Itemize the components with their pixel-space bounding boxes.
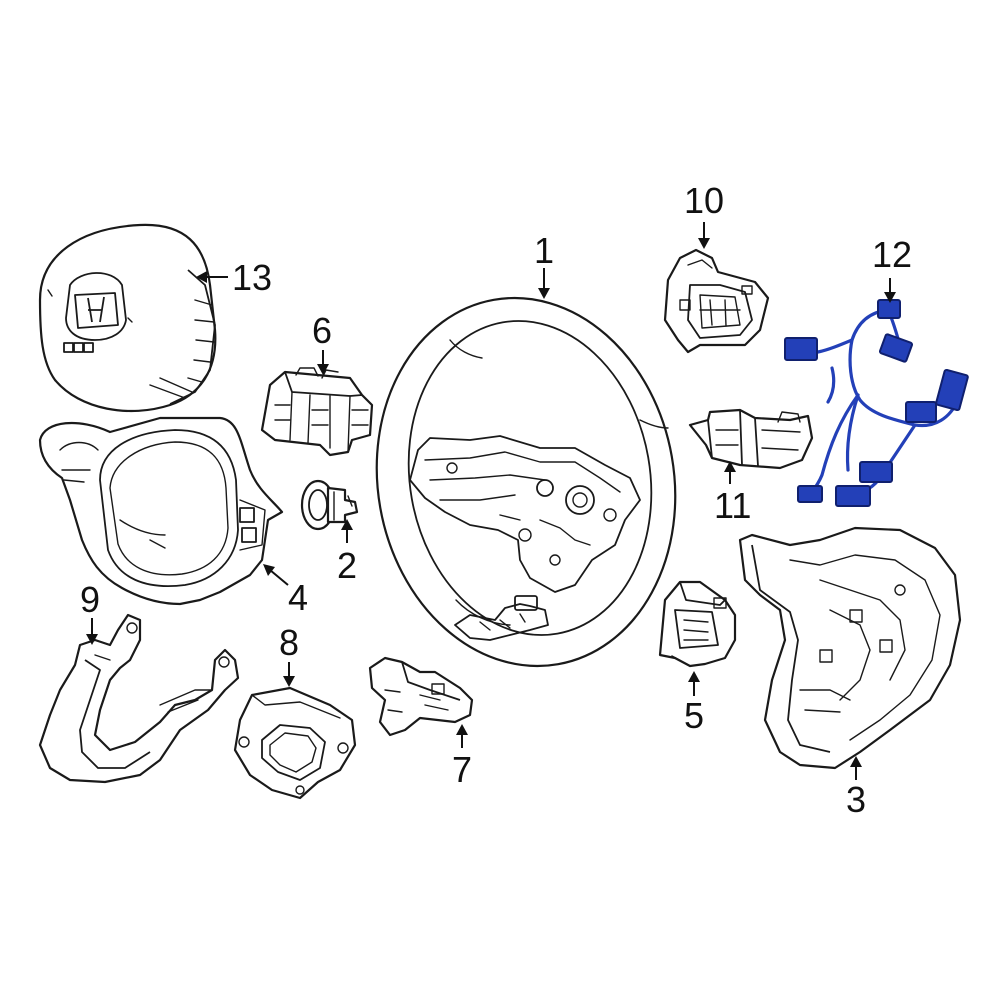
callout-6: 6 (312, 310, 332, 375)
callout-1: 1 (534, 230, 554, 299)
harness-connector-d (935, 368, 969, 412)
callout-6-label: 6 (312, 310, 332, 351)
callout-13-label: 13 (232, 257, 272, 298)
part-2-clip[interactable] (300, 479, 359, 531)
harness-connector-g (835, 485, 871, 507)
callout-5-label: 5 (684, 695, 704, 736)
harness-connector-h (797, 485, 823, 503)
part-8-switch-panel[interactable] (233, 686, 357, 800)
callout-10: 10 (684, 180, 724, 249)
callout-7: 7 (452, 724, 472, 790)
part-7-bracket[interactable] (368, 656, 474, 737)
harness-connector-c (878, 333, 914, 363)
callout-13: 13 (196, 257, 272, 298)
callout-8-label: 8 (279, 622, 299, 663)
callout-8: 8 (279, 622, 299, 687)
callout-9-label: 9 (80, 579, 100, 620)
harness-main-line (848, 308, 960, 428)
part-3-rear-cover[interactable] (738, 526, 962, 770)
harness-connector-e (905, 401, 937, 423)
part-11-bracket[interactable] (688, 408, 814, 470)
callout-3: 3 (846, 756, 866, 820)
part-1-steering-wheel[interactable] (348, 274, 704, 690)
callout-4-label: 4 (288, 577, 308, 618)
part-6-switch-module[interactable] (260, 367, 374, 457)
callout-1-label: 1 (534, 230, 554, 271)
callout-4: 4 (263, 564, 308, 618)
harness-connector-a (784, 337, 818, 361)
part-13-airbag-module[interactable] (38, 223, 217, 413)
harness-connector-b (877, 299, 901, 319)
callout-3-label: 3 (846, 779, 866, 820)
callout-7-label: 7 (452, 749, 472, 790)
callout-2: 2 (337, 519, 357, 586)
part-9-lower-garnish[interactable] (38, 613, 240, 784)
callout-10-label: 10 (684, 180, 724, 221)
part-5-switch-assembly[interactable] (658, 580, 737, 668)
callout-11: 11 (714, 461, 751, 526)
callout-11-label: 11 (714, 485, 751, 526)
part-4-lower-cover[interactable] (38, 416, 284, 606)
callout-5: 5 (684, 671, 704, 736)
callout-9: 9 (80, 579, 100, 645)
callout-2-label: 2 (337, 545, 357, 586)
callout-12-label: 12 (872, 234, 912, 275)
harness-connector-f (859, 461, 893, 483)
callout-12: 12 (872, 234, 912, 303)
part-12-wire-harness[interactable] (784, 299, 969, 507)
part-10-switch-bezel[interactable] (663, 248, 770, 354)
